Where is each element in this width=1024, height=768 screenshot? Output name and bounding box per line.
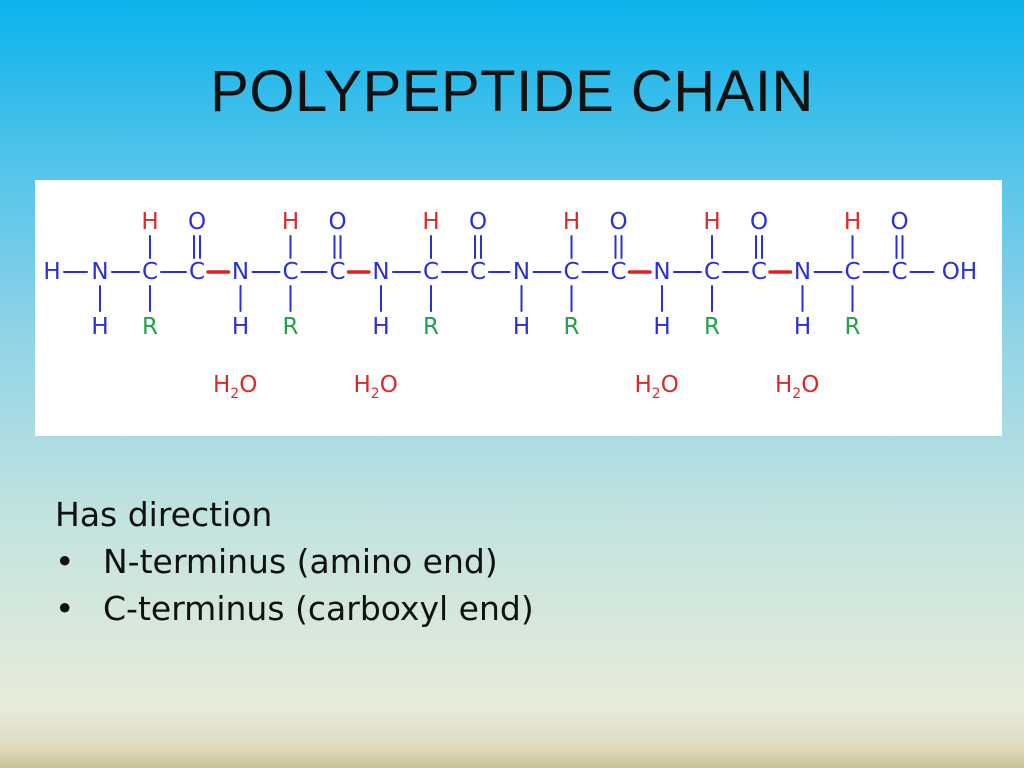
carbonyl-oxygen: O — [188, 209, 206, 235]
list-item-c-terminus: • C-terminus (carboxyl end) — [55, 589, 955, 628]
carbonyl-carbon: C — [470, 259, 486, 285]
amino-nitrogen: N — [513, 259, 530, 285]
list-item-text: C-terminus (carboxyl end) — [103, 589, 534, 628]
notes-section: Has direction • N-terminus (amino end) •… — [55, 495, 955, 636]
alpha-hydrogen: H — [563, 209, 580, 235]
amino-hydrogen: H — [794, 314, 811, 340]
amino-nitrogen: N — [372, 259, 389, 285]
alpha-carbon: C — [282, 259, 298, 285]
bullet-icon: • — [55, 542, 75, 581]
side-chain-r: R — [142, 314, 158, 340]
amino-hydrogen: H — [372, 314, 389, 340]
alpha-carbon: C — [704, 259, 720, 285]
water-label: H2O — [775, 372, 819, 402]
c-terminal-hydroxyl: OH — [942, 259, 977, 285]
slide-title: POLYPEPTIDE CHAIN — [210, 59, 814, 124]
side-chain-r: R — [564, 314, 580, 340]
carbonyl-oxygen: O — [609, 209, 627, 235]
carbonyl-oxygen: O — [328, 209, 346, 235]
alpha-hydrogen: H — [844, 209, 861, 235]
bullet-icon: • — [55, 589, 75, 628]
side-chain-r: R — [283, 314, 299, 340]
carbonyl-oxygen: O — [890, 209, 908, 235]
alpha-carbon: C — [563, 259, 579, 285]
n-terminal-hydrogen: H — [43, 259, 60, 285]
amino-nitrogen: N — [232, 259, 249, 285]
amino-hydrogen: H — [653, 314, 670, 340]
alpha-carbon: C — [423, 259, 439, 285]
alpha-hydrogen: H — [422, 209, 439, 235]
list-item-n-terminus: • N-terminus (amino end) — [55, 542, 955, 581]
water-label: H2O — [213, 372, 257, 402]
notes-heading: Has direction — [55, 495, 273, 534]
amino-hydrogen: H — [91, 314, 108, 340]
side-chain-r: R — [423, 314, 439, 340]
side-chain-r: R — [845, 314, 861, 340]
amino-hydrogen: H — [232, 314, 249, 340]
carbonyl-carbon: C — [891, 259, 907, 285]
carbonyl-carbon: C — [189, 259, 205, 285]
bottom-decorative-strip — [0, 746, 1024, 768]
notes-list: • N-terminus (amino end) • C-terminus (c… — [55, 542, 955, 628]
carbonyl-carbon: C — [610, 259, 626, 285]
alpha-hydrogen: H — [282, 209, 299, 235]
alpha-hydrogen: H — [703, 209, 720, 235]
side-chain-r: R — [704, 314, 720, 340]
carbonyl-carbon: C — [751, 259, 767, 285]
water-label: H2O — [635, 372, 679, 402]
alpha-carbon: C — [844, 259, 860, 285]
amino-nitrogen: N — [794, 259, 811, 285]
carbonyl-oxygen: O — [469, 209, 487, 235]
water-label: H2O — [354, 372, 398, 402]
amino-nitrogen: N — [653, 259, 670, 285]
carbonyl-carbon: C — [329, 259, 345, 285]
amino-nitrogen: N — [91, 259, 108, 285]
amino-hydrogen: H — [513, 314, 530, 340]
carbonyl-oxygen: O — [750, 209, 768, 235]
alpha-hydrogen: H — [141, 209, 158, 235]
list-item-text: N-terminus (amino end) — [103, 542, 498, 581]
alpha-carbon: C — [142, 259, 158, 285]
